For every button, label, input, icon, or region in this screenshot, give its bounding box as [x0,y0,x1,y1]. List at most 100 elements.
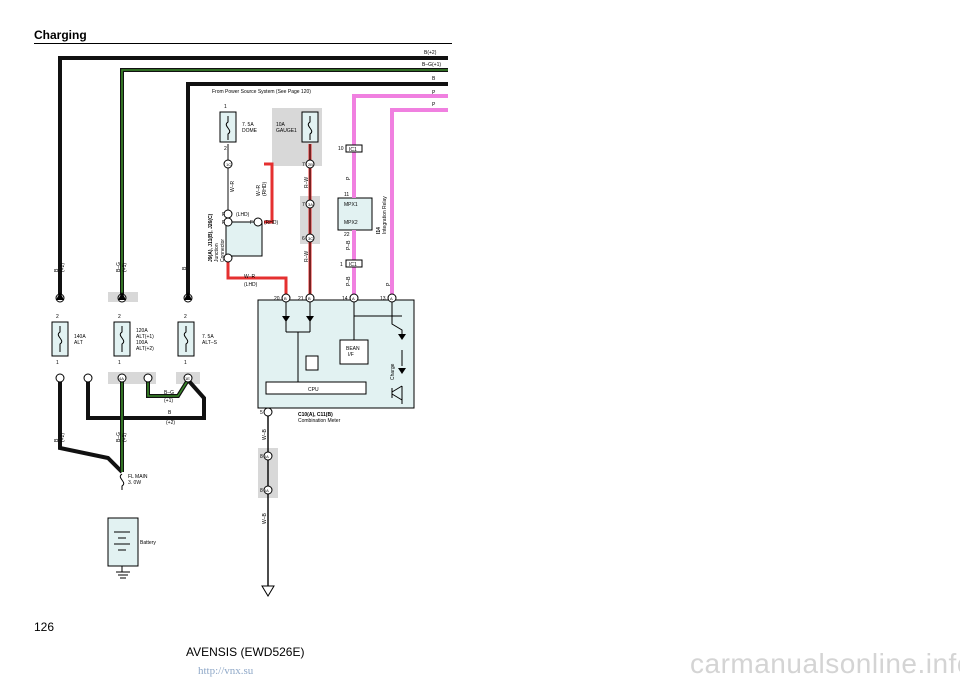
pin-13: 13 [380,296,386,302]
diode-1 [282,316,290,322]
conn-label-a2: A [390,296,393,301]
junction-rhd: (RHD) [264,220,278,226]
wire-label-p1: P [346,176,352,180]
gauge-fuse-name: GAUGE1 [276,128,297,134]
wire-b [186,82,448,294]
arrow-alts [184,292,192,300]
pin-5: 5 [260,410,263,416]
pin-6: 6 [302,236,305,242]
meter-charge: Charge [390,363,396,380]
power-source-note: From Power Source System (See Page 120) [212,89,311,95]
conn-j-f1 [223,209,233,219]
dome-fuse-rating: 7. 5A [242,122,254,128]
junction-l1: Junction [214,243,220,262]
wire-label-b-right: B [432,76,436,82]
pin-7b: 7 [302,202,305,208]
relay-pin1: 1 [340,262,343,268]
dome-fuse-name: DOME [242,128,258,134]
alt-big-l4: ALT(+2) [136,346,154,352]
meter-name: C10(A), C11(B) [298,412,333,418]
battery-box [107,517,139,567]
conn-label-2b: 2B [308,162,313,167]
junction-wr: W–R [244,274,256,280]
conn-meter-14 [349,293,359,303]
fl-main-element [119,473,125,490]
conn-rw-7 [305,199,315,209]
alt-fuse-element [57,326,63,352]
wire-label-pb1: P–B [346,240,352,250]
conn-ic1-bot [345,259,363,268]
wire-label-b-alt: B [54,268,60,272]
conn-alt-bot [55,373,65,383]
junction-lhd: (LHD) [236,212,250,218]
meter-bean1: BEAN [346,346,360,352]
wire-label-bg-alt: B–G [116,262,122,272]
conn-wb-8b [263,485,273,495]
wire-alt-lower [58,380,124,474]
pin-14: 14 [342,296,348,302]
header-rule [34,43,452,44]
gauge-fuse-rating: 10A [276,122,286,128]
conn-label-a1: A [352,296,355,301]
battery-cell [114,531,130,551]
conn-gauge-7 [305,159,315,169]
conn-meter-21 [305,293,315,303]
conn-meter-13 [387,293,397,303]
relay-name: I14 [376,227,382,234]
pin-altbig-1: 1 [118,360,121,366]
wire-b-plus2 [58,56,448,294]
conn-altbig-bot [117,373,127,383]
conn-label-3a: 3A [308,202,313,207]
meter-desc: Combination Meter [298,418,341,424]
junction-f2: F [222,220,225,226]
gauge-fuse-element [307,116,313,140]
conn-dome-2 [223,159,233,169]
conn-wb-8a [263,451,273,461]
relay-mpx2: MPX2 [344,220,358,226]
source-url[interactable]: http://vnx.su [198,665,254,677]
relay-pin11: 11 [344,192,349,198]
wire-label-rhd: (RHD) [262,182,268,196]
conn-alt-bot2 [83,373,93,383]
wire-label-p2: P [386,282,392,286]
conn-meter-5 [263,407,273,417]
pin-alts-2: 2 [184,314,187,320]
wire-label-b-alt2: (+2) [60,263,66,272]
wire-wr-lower [226,258,288,294]
conn-label-ia1: IA [265,454,269,459]
wire-bg-plus1 [120,68,448,294]
wire-label-b-plus2-right: B(+2) [424,50,437,56]
pin-dome-2: 2 [224,146,227,152]
conn-ic1-top [345,144,363,153]
wire-label-bg-low: B–G [116,432,122,442]
fl-main-l1: FL MAIN [128,474,148,480]
pin-8b: 8 [260,488,263,494]
alt-fuse-name: ALT [74,340,83,346]
battery-label: Battery [140,540,156,546]
relay-mpx1: MPX1 [344,202,358,208]
wire-label-b-alts: B [182,266,188,270]
relay-conn1: IC1 [349,147,357,153]
conn-label-b1: B [284,296,287,301]
conn-label-3c: 3C [308,236,313,241]
conn-j-f2 [223,217,233,227]
wire-label-bg-loop: B–G [164,390,174,396]
junction-lhd2: (LHD) [244,282,258,288]
junction-f1: F [222,212,225,218]
battery-ground [116,571,130,579]
wire-label-bg-low2: (+1) [122,433,128,442]
meter-bean2: I/F [348,352,354,358]
alt-fuse-rating: 140A [74,334,86,340]
relay-pin10: 10 [338,146,344,152]
fl-main-l2: 3. 0W [128,480,141,486]
ground-symbol [261,585,275,597]
model-code: AVENSIS (EWD526E) [186,645,305,659]
conn-rw-6 [305,233,315,243]
wire-label-b-low2: (+2) [60,433,66,442]
alt-big-l3: 100A [136,340,148,346]
wire-bg-loop-stripe [147,379,189,397]
wire-label-rw2: R–W [304,251,310,262]
cpu-box [265,381,367,395]
wire-label-wr1: W–R [230,181,236,193]
